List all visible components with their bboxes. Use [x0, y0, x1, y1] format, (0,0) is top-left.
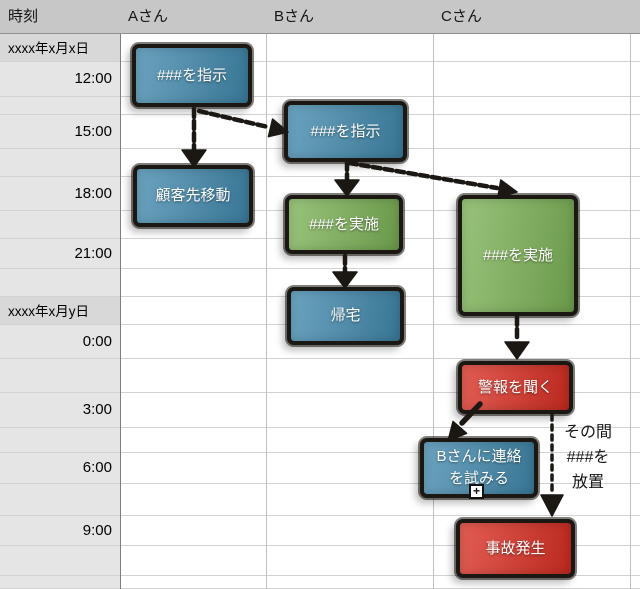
annotation-line-2: ###を: [566, 449, 610, 466]
axis-time-2100: 21:00: [74, 244, 112, 262]
gridline-horizontal: [0, 358, 640, 359]
box-b-instruct[interactable]: ###を指示: [284, 101, 407, 162]
box-b-instruct-label: ###を指示: [310, 122, 381, 140]
box-c-execute-label: ###を実施: [482, 246, 554, 264]
gridline-horizontal: [0, 268, 640, 269]
box-b-go-home-label: 帰宅: [330, 307, 361, 325]
box-c-hear-alarm-label: 警報を聞く: [477, 378, 553, 396]
expand-plus-icon[interactable]: +: [469, 484, 484, 499]
gridline-horizontal: [0, 61, 640, 62]
box-a-move-label: 顧客先移動: [155, 187, 231, 205]
annotation-line-3: 放置: [571, 474, 604, 491]
date-row-band-day1: [0, 33, 120, 61]
gridline-horizontal: [0, 96, 640, 97]
box-c-contact-b-line2: を試みる: [448, 470, 509, 487]
gridline-horizontal: [0, 176, 640, 177]
box-c-execute[interactable]: ###を実施: [458, 195, 578, 316]
header-time-label: 時刻: [8, 8, 39, 25]
axis-time-1500: 15:00: [74, 122, 112, 140]
header-row: [0, 0, 640, 34]
annotation-note: その間 ###を 放置: [550, 420, 626, 495]
box-b-execute[interactable]: ###を実施: [285, 195, 403, 254]
gridline-horizontal: [0, 483, 640, 484]
box-a-instruct[interactable]: ###を指示: [132, 44, 252, 107]
box-a-instruct-label: ###を指示: [156, 66, 228, 84]
gridline-horizontal: [0, 515, 640, 516]
annotation-line-1: その間: [563, 424, 612, 441]
gridline-horizontal: [0, 452, 640, 453]
arrow-b-instruct-to-b-execute[interactable]: [334, 159, 360, 197]
gridline-vertical: [120, 0, 121, 589]
axis-date-day1: xxxx年x月x日: [8, 41, 89, 56]
header-lane-c: Cさん: [441, 8, 482, 25]
box-c-accident-label: 事故発生: [485, 539, 546, 557]
box-c-contact-b-line1: Bさんに連絡: [436, 448, 522, 466]
box-c-hear-alarm[interactable]: 警報を聞く: [458, 361, 573, 414]
gridline-horizontal: [0, 427, 640, 428]
axis-date-day2: xxxx年x月y日: [8, 304, 89, 319]
header-lane-a: Aさん: [128, 8, 169, 25]
gridline-vertical: [433, 0, 434, 589]
gridline-vertical: [630, 0, 631, 589]
gridline-vertical: [266, 0, 267, 589]
axis-time-0600: 6:00: [82, 459, 112, 476]
arrow-b-execute-to-b-go-home[interactable]: [332, 253, 358, 289]
axis-time-0300: 3:00: [82, 401, 112, 418]
box-b-go-home[interactable]: 帰宅: [287, 287, 404, 345]
time-column-background: [0, 0, 120, 589]
box-a-move-to-client[interactable]: 顧客先移動: [133, 165, 253, 227]
gridline-horizontal: [0, 545, 640, 546]
axis-time-1200: 12:00: [74, 70, 112, 87]
gridline-horizontal: [0, 575, 640, 576]
axis-time-0900: 9:00: [82, 521, 112, 539]
box-c-accident[interactable]: 事故発生: [456, 519, 575, 578]
gridline-horizontal: [0, 392, 640, 393]
date-row-band-day2: [0, 296, 120, 324]
box-b-execute-label: ###を実施: [308, 215, 380, 233]
arrow-a-instruct-to-a-move[interactable]: [181, 106, 207, 168]
axis-time-0000: 0:00: [82, 332, 112, 350]
header-lane-b: Bさん: [274, 8, 315, 25]
axis-time-1800: 18:00: [74, 184, 112, 202]
